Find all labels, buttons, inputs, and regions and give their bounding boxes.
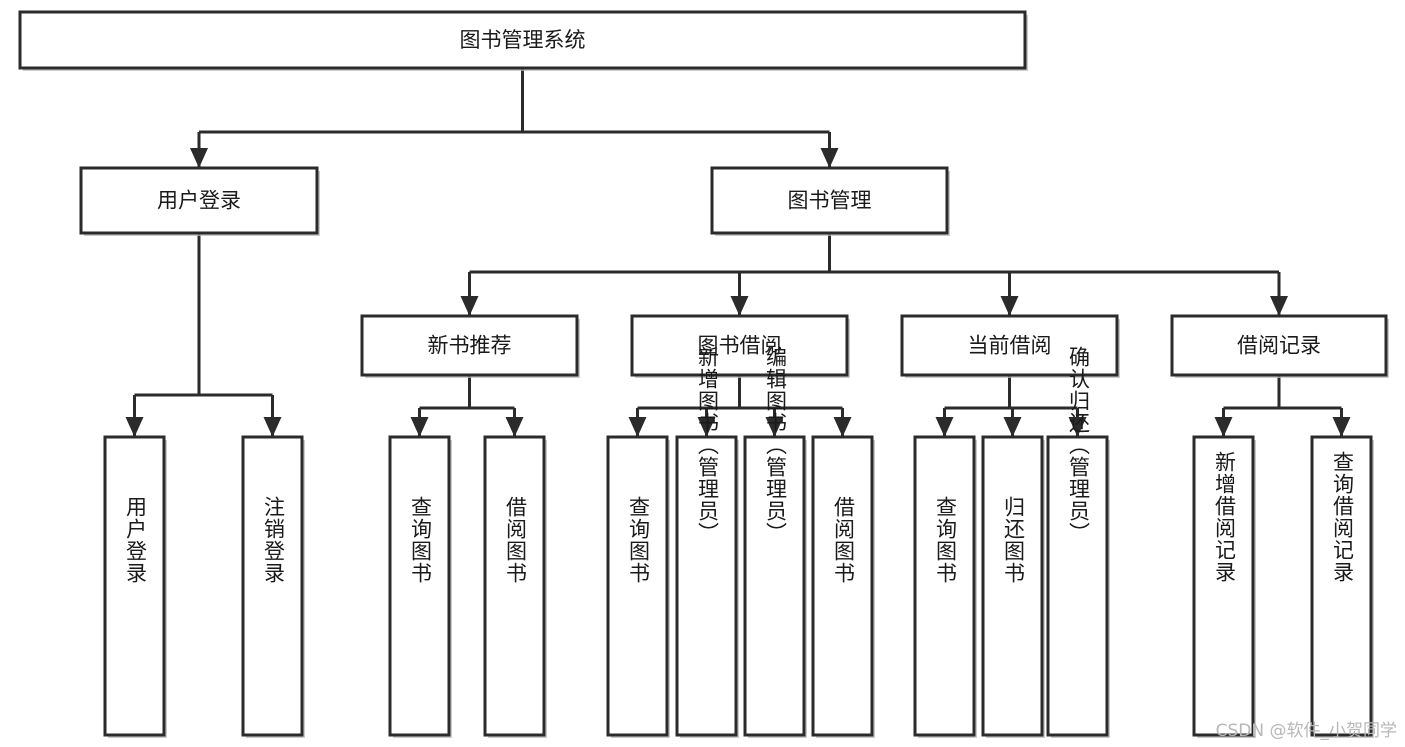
- arrow-head-icon: [730, 296, 749, 316]
- node-leaf-rec-2[interactable]: 查询借阅记录: [1310, 435, 1374, 738]
- node-box[interactable]: [241, 435, 304, 737]
- arrow-head-icon: [1332, 417, 1351, 437]
- node-box[interactable]: [1170, 314, 1388, 377]
- node-box[interactable]: [675, 435, 738, 737]
- arrow-head-icon: [190, 148, 208, 168]
- node-label: 查询图书: [409, 496, 433, 584]
- node-box[interactable]: [606, 435, 669, 737]
- arrow-head-icon: [1270, 296, 1288, 316]
- node-box[interactable]: [913, 435, 976, 737]
- node-label: 查询图书: [934, 496, 958, 584]
- node-leaf-cur-2[interactable]: 归还图书: [981, 435, 1045, 738]
- arrow-head-icon: [460, 296, 479, 316]
- node-label: 借阅图书: [504, 496, 528, 584]
- node-label: 注销登录: [262, 496, 286, 584]
- node-box[interactable]: [630, 314, 849, 377]
- node-label: 图书管理系统: [460, 28, 586, 52]
- edge-group-root: [190, 68, 839, 168]
- node-leaf-new-1[interactable]: 查询图书: [388, 435, 452, 738]
- node-box[interactable]: [483, 435, 546, 737]
- edge-group-bookmgmt: [460, 233, 1288, 316]
- edge-group-records: [1214, 375, 1351, 437]
- node-records[interactable]: 借阅记录: [1170, 314, 1389, 378]
- node-label: 新书推荐: [428, 334, 512, 358]
- edge-group-borrow: [628, 375, 852, 437]
- edge-group-current: [935, 375, 1087, 437]
- node-bookmgmt[interactable]: 图书管理: [710, 166, 950, 236]
- arrow-head-icon: [505, 417, 524, 437]
- arrow-head-icon: [263, 417, 282, 437]
- node-label: 用户登录: [157, 189, 241, 213]
- arrow-head-icon: [765, 417, 784, 437]
- node-leaf-bor-3[interactable]: 编辑图书（管理员）: [743, 346, 807, 738]
- node-box[interactable]: [1046, 435, 1109, 737]
- node-label: 查询借阅记录: [1331, 451, 1355, 583]
- node-newbook[interactable]: 新书推荐: [360, 314, 580, 378]
- arrow-head-icon: [1068, 417, 1087, 437]
- node-label: 新增借阅记录: [1213, 451, 1237, 583]
- arrow-head-icon: [1214, 417, 1233, 437]
- node-leaf-bor-4[interactable]: 借阅图书: [811, 435, 875, 738]
- edge-group-newbook: [410, 375, 524, 437]
- arrow-head-icon: [125, 417, 144, 437]
- arrow-head-icon: [935, 417, 954, 437]
- node-label: 归还图书: [1002, 496, 1026, 584]
- node-label: 新增图书（管理员）: [696, 346, 720, 544]
- node-leaf-cur-1[interactable]: 查询图书: [913, 435, 977, 738]
- edge-group-login: [125, 233, 282, 437]
- node-leaf-cur-3[interactable]: 确认归还（管理员）: [1046, 346, 1110, 738]
- arrow-head-icon: [833, 417, 852, 437]
- node-leaf-new-2[interactable]: 借阅图书: [483, 435, 547, 738]
- node-box[interactable]: [981, 435, 1044, 737]
- node-label: 当前借阅: [968, 334, 1052, 358]
- node-label: 查询图书: [627, 496, 651, 584]
- node-label: 借阅图书: [832, 496, 856, 584]
- arrow-head-icon: [410, 417, 429, 437]
- node-box[interactable]: [388, 435, 451, 737]
- node-box[interactable]: [103, 435, 166, 737]
- node-current[interactable]: 当前借阅: [900, 314, 1120, 378]
- node-borrow[interactable]: 图书借阅: [630, 314, 850, 378]
- node-label: 图书管理: [788, 189, 872, 213]
- node-login[interactable]: 用户登录: [79, 166, 320, 236]
- nodes-layer: 图书管理系统用户登录图书管理新书推荐图书借阅当前借阅借阅记录用户登录注销登录查询…: [18, 10, 1389, 738]
- node-label: 用户登录: [124, 496, 148, 584]
- edges-layer: [125, 68, 1351, 437]
- node-leaf-login-1[interactable]: 用户登录: [103, 435, 167, 738]
- node-box[interactable]: [18, 10, 1027, 70]
- arrow-head-icon: [820, 148, 839, 168]
- node-box[interactable]: [900, 314, 1119, 377]
- node-leaf-rec-1[interactable]: 新增借阅记录: [1192, 435, 1256, 738]
- node-leaf-bor-1[interactable]: 查询图书: [606, 435, 670, 738]
- arrow-head-icon: [697, 417, 716, 437]
- node-box[interactable]: [79, 166, 319, 235]
- node-box[interactable]: [710, 166, 949, 235]
- arrow-head-icon: [628, 417, 647, 437]
- node-box[interactable]: [1192, 435, 1255, 737]
- node-leaf-login-2[interactable]: 注销登录: [241, 435, 305, 738]
- node-box[interactable]: [1310, 435, 1373, 737]
- node-label: 图书借阅: [698, 334, 782, 358]
- arrow-head-icon: [1000, 296, 1019, 316]
- node-box[interactable]: [743, 435, 806, 737]
- node-box[interactable]: [360, 314, 579, 377]
- node-label: 借阅记录: [1237, 334, 1321, 358]
- node-box[interactable]: [811, 435, 874, 737]
- arrow-head-icon: [1003, 417, 1022, 437]
- node-label: 确认归还（管理员）: [1067, 346, 1091, 544]
- node-root[interactable]: 图书管理系统: [18, 10, 1028, 71]
- node-label: 编辑图书（管理员）: [764, 346, 788, 544]
- node-leaf-bor-2[interactable]: 新增图书（管理员）: [675, 346, 739, 738]
